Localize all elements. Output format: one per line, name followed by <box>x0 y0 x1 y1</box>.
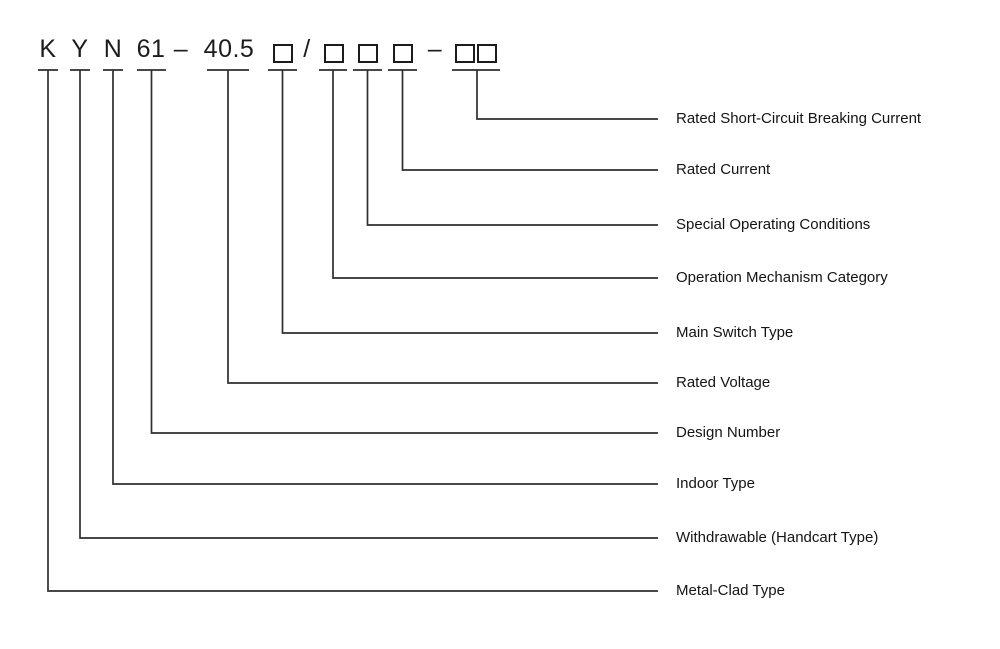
label-rated-voltage: Rated Voltage <box>676 374 771 391</box>
label-metal-clad-type: Metal-Clad Type <box>676 582 785 599</box>
leader-line-withdrawable <box>79 70 658 539</box>
code-design-number: 61 <box>136 35 166 63</box>
label-withdrawable-handcart-type: Withdrawable (Handcart Type) <box>676 529 879 546</box>
label-special-operating-conditions: Special Operating Conditions <box>676 216 871 233</box>
leader-line-design-number <box>150 70 658 434</box>
code-box-rated-current <box>393 44 413 63</box>
label-rated-short-circuit-breaking-current: Rated Short-Circuit Breaking Current <box>676 110 922 127</box>
code-dash-2: – <box>427 35 443 63</box>
leader-line-rated-voltage <box>227 70 658 384</box>
label-design-number: Design Number <box>676 424 781 441</box>
code-box-operation-mechanism <box>324 44 344 63</box>
code-box-breaking-current-2 <box>477 44 497 63</box>
leader-line-special-conditions <box>366 70 658 226</box>
leader-line-metal-clad <box>47 70 658 592</box>
code-char-withdrawable: Y <box>71 35 89 63</box>
leader-line-rated-current <box>401 70 658 171</box>
code-dash: – <box>173 35 189 63</box>
code-char-metal-clad: K <box>39 35 57 63</box>
code-slash: / <box>303 35 311 63</box>
label-indoor-type: Indoor Type <box>676 475 755 492</box>
code-box-special-conditions <box>358 44 378 63</box>
label-operation-mechanism-category: Operation Mechanism Category <box>676 269 888 286</box>
leader-line-operation-mechanism <box>332 70 658 279</box>
leader-line-breaking-current <box>476 70 658 120</box>
label-rated-current: Rated Current <box>676 161 771 178</box>
code-rated-voltage: 40.5 <box>203 35 255 63</box>
code-box-main-switch-type <box>273 44 293 63</box>
label-main-switch-type: Main Switch Type <box>676 324 794 341</box>
leader-line-main-switch <box>281 70 658 334</box>
code-box-breaking-current-1 <box>455 44 475 63</box>
leader-line-indoor-type <box>112 70 658 485</box>
code-char-indoor: N <box>103 35 123 63</box>
